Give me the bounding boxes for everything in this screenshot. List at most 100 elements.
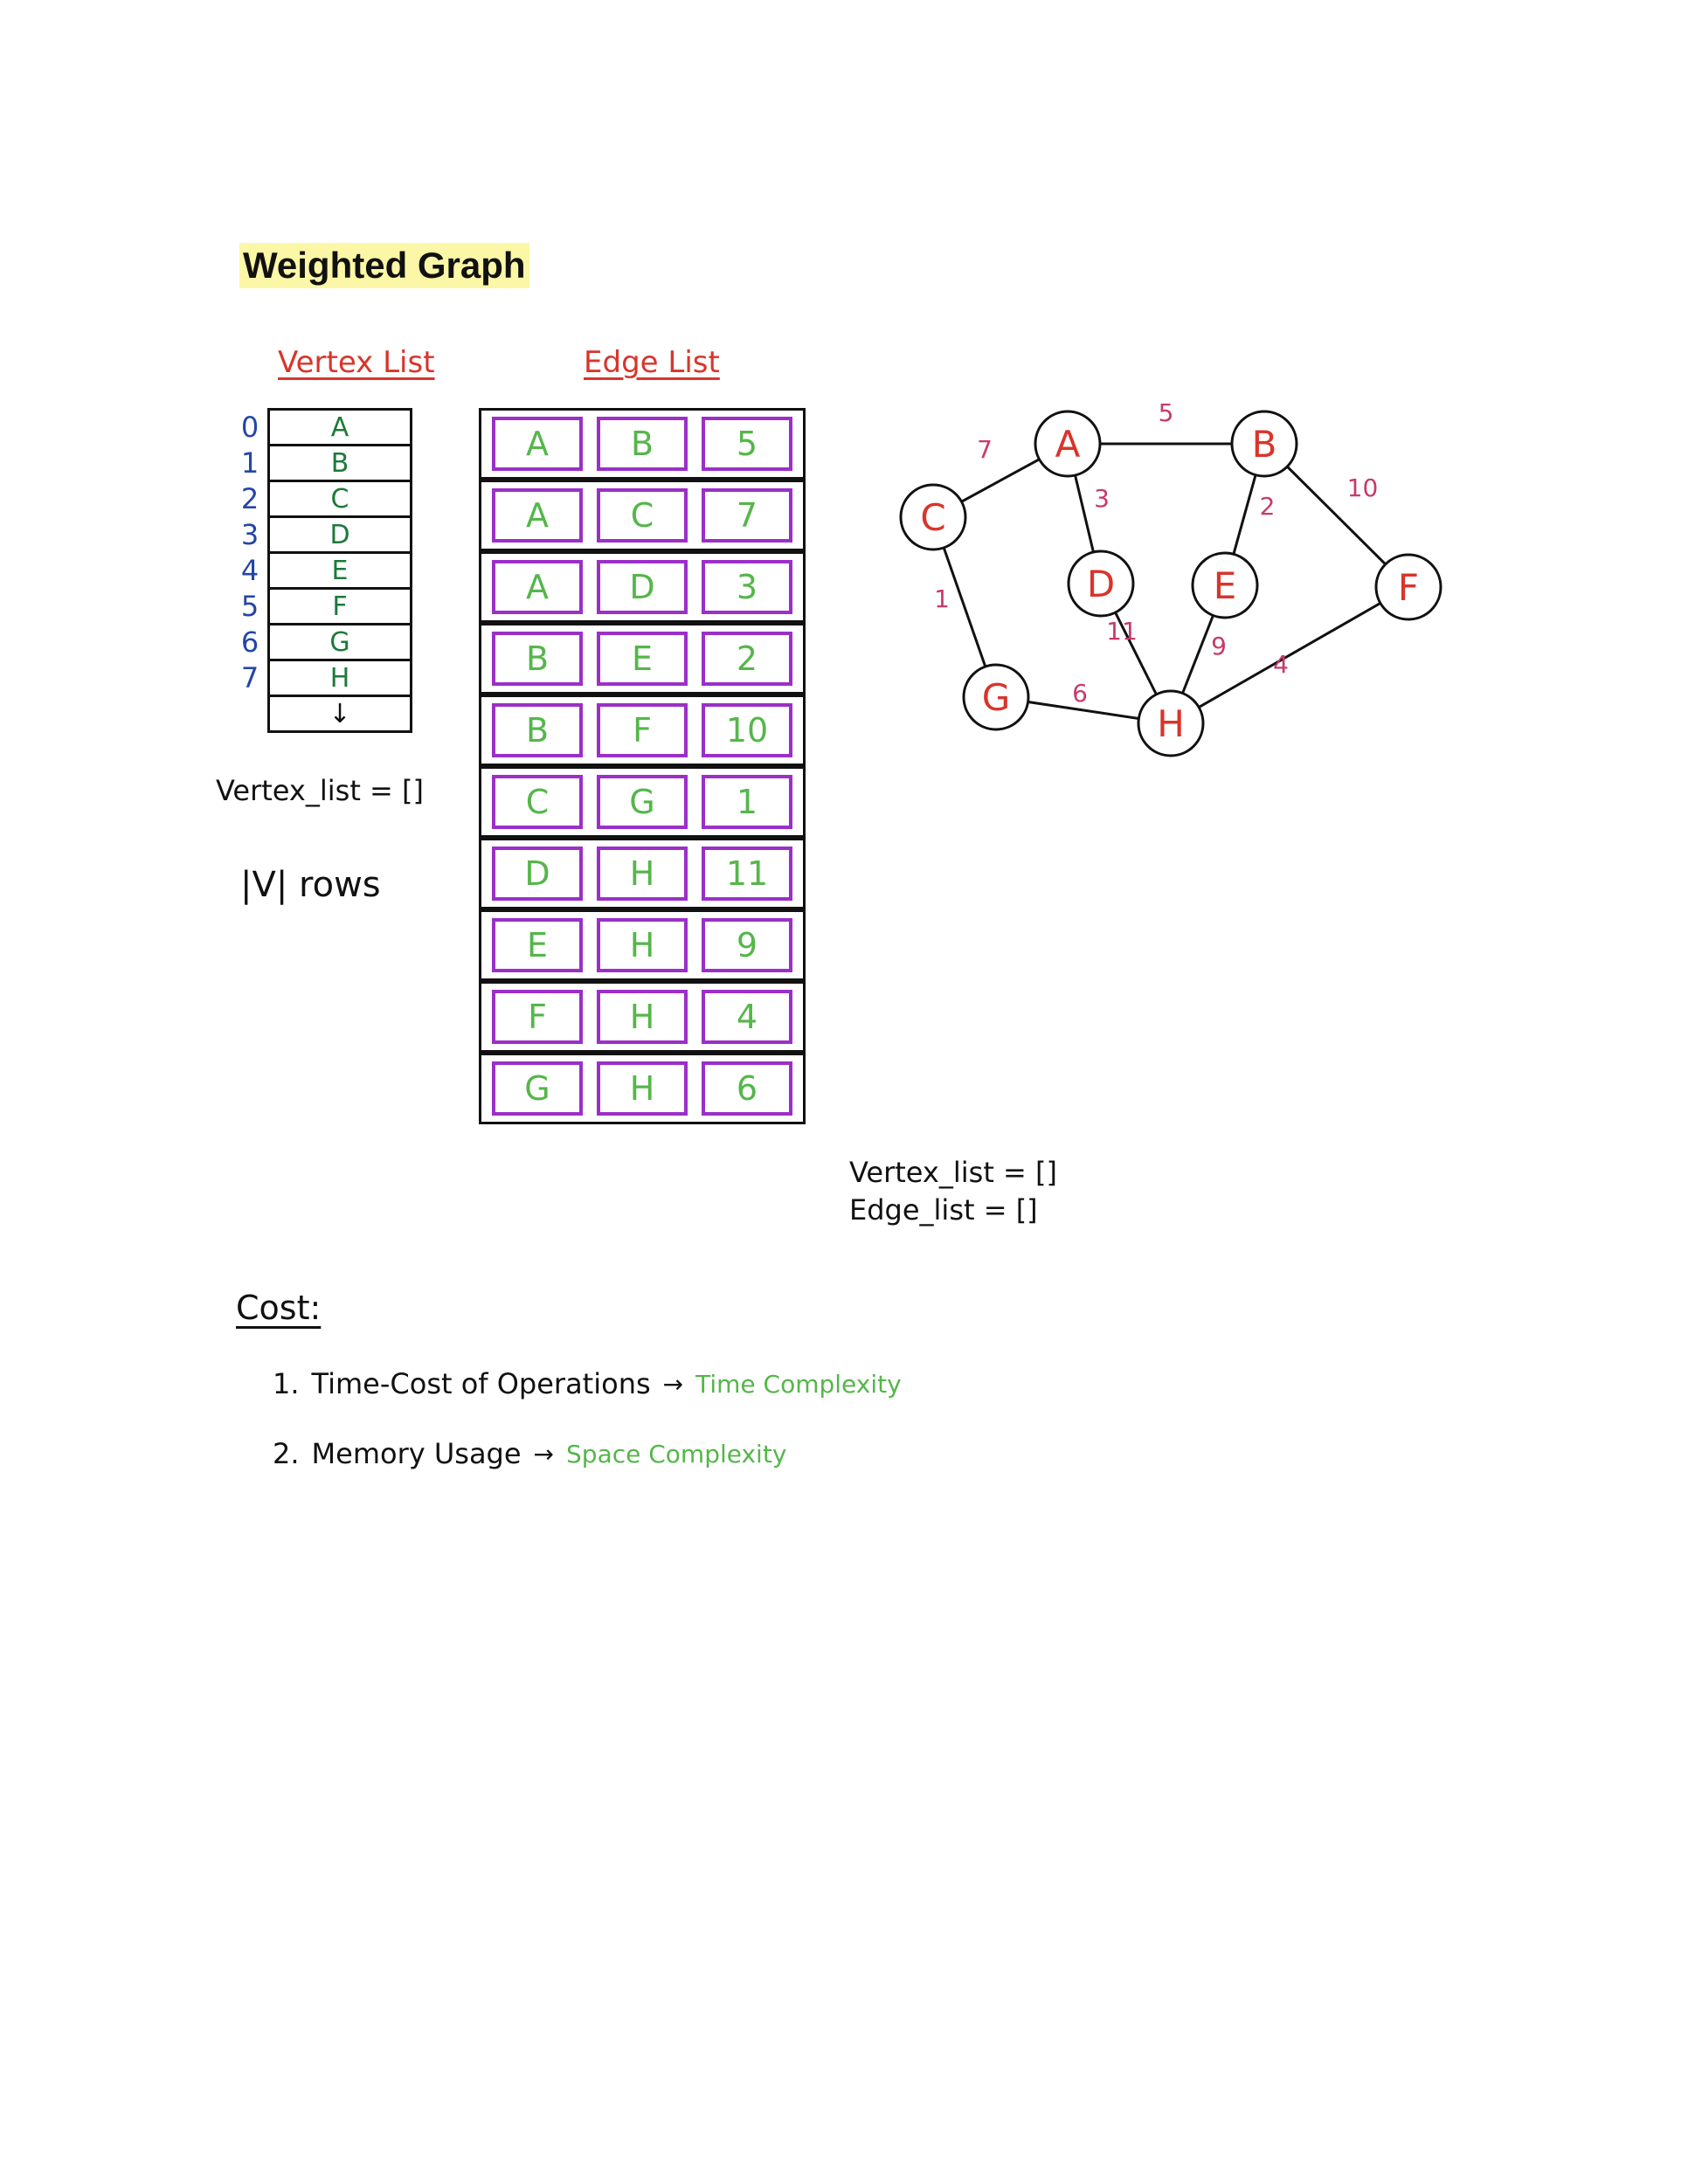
cost-item-time: 1. Time-Cost of Operations → Time Comple… [273,1367,902,1400]
vertex-index: 5 [240,590,259,623]
edge-from-cell: G [492,1061,583,1116]
vertex-index: 2 [240,482,259,515]
edge-to-cell: F [597,703,688,757]
vertex-index: 7 [240,661,259,695]
arrow-right-icon: → [533,1439,555,1469]
edge-weight-cell: 7 [702,488,792,543]
graph-node-label: H [1157,702,1185,745]
edge-to-cell: E [597,632,688,686]
edge-weight-label: 6 [1072,679,1088,708]
edge-to-cell: C [597,488,688,543]
edge-weight-cell: 1 [702,775,792,829]
cost-item-memory: 2. Memory Usage → Space Complexity [273,1437,786,1470]
arrow-right-icon: → [662,1369,684,1399]
graph-node-H [1137,689,1205,757]
edge-list-heading: Edge List [584,345,720,380]
vertex-name: H [329,662,350,694]
edge-from-cell: C [492,775,583,829]
cost-item-number: 1. [273,1367,300,1400]
edge-from-cell: D [492,847,583,901]
graph-node-F [1374,553,1442,621]
vertex-name: D [329,519,350,550]
vertex-list-heading: Vertex List [278,345,435,380]
vertex-index: 1 [240,446,259,480]
vertex-index: 0 [240,411,259,444]
edge-weight-cell: 3 [702,560,792,614]
graph-node-label: B [1252,423,1277,466]
edge-weight-label: 1 [934,584,950,613]
rows-note: |V| rows [240,865,381,905]
edge-weight-cell: 5 [702,417,792,471]
graph-node-G [962,663,1030,731]
page-title: Weighted Graph [239,243,529,288]
down-arrow-icon: ↓ [329,698,351,729]
edge-to-cell: H [597,847,688,901]
edge-weight-label: 2 [1260,492,1276,521]
graph-node-label: C [920,496,945,539]
cost-item-result: Time Complexity [695,1369,902,1399]
edge-weight-label: 7 [977,435,993,464]
graph-node-C [899,483,967,551]
edge-from-cell: B [492,632,583,686]
edge-weight-cell: 11 [702,847,792,901]
cost-heading: Cost: [236,1289,322,1327]
graph-node-label: F [1398,566,1419,609]
vertex-name: E [331,555,349,586]
graph-node-D [1067,549,1135,618]
edge-from-cell: A [492,560,583,614]
graph-node-A [1034,410,1102,478]
graph-node-B [1230,410,1298,478]
graph-node-label: D [1087,563,1115,605]
graph-node-label: E [1214,564,1237,607]
edge-weight-label: 5 [1159,398,1174,427]
edge-to-cell: G [597,775,688,829]
edge-to-cell: H [597,990,688,1044]
vertex-name: B [330,447,349,479]
cost-item-text: Memory Usage [311,1437,522,1470]
vertex-index: 6 [240,625,259,659]
graph-edge-B-F [1263,442,1410,589]
vertex-index: 3 [240,518,259,551]
edge-from-cell: B [492,703,583,757]
edge-weight-cell: 2 [702,632,792,686]
edge-from-cell: F [492,990,583,1044]
edge-weight-cell: 10 [702,703,792,757]
edge-weight-label: 11 [1106,617,1138,646]
cost-item-text: Time-Cost of Operations [311,1367,651,1400]
edge-weight-cell: 6 [702,1061,792,1116]
edge-weight-label: 9 [1211,632,1227,660]
vertex-index: 4 [240,554,259,587]
edge-weight-label: 3 [1094,484,1110,513]
graph-node-label: G [982,676,1011,719]
vertex-name: F [332,591,348,622]
cost-item-number: 2. [273,1437,300,1470]
vertex-name: G [329,626,350,658]
graph-node-label: A [1055,423,1081,466]
cost-item-result: Space Complexity [566,1439,787,1469]
graph-edge-F-H [1170,585,1409,725]
vertex-list-end-cell: ↓ [267,695,412,733]
edge-weight-label: 10 [1347,473,1379,502]
edge-to-cell: H [597,1061,688,1116]
edge-from-cell: E [492,918,583,972]
edge-weight-cell: 9 [702,918,792,972]
edge-weight-label: 4 [1273,650,1289,679]
edge-weight-cell: 4 [702,990,792,1044]
